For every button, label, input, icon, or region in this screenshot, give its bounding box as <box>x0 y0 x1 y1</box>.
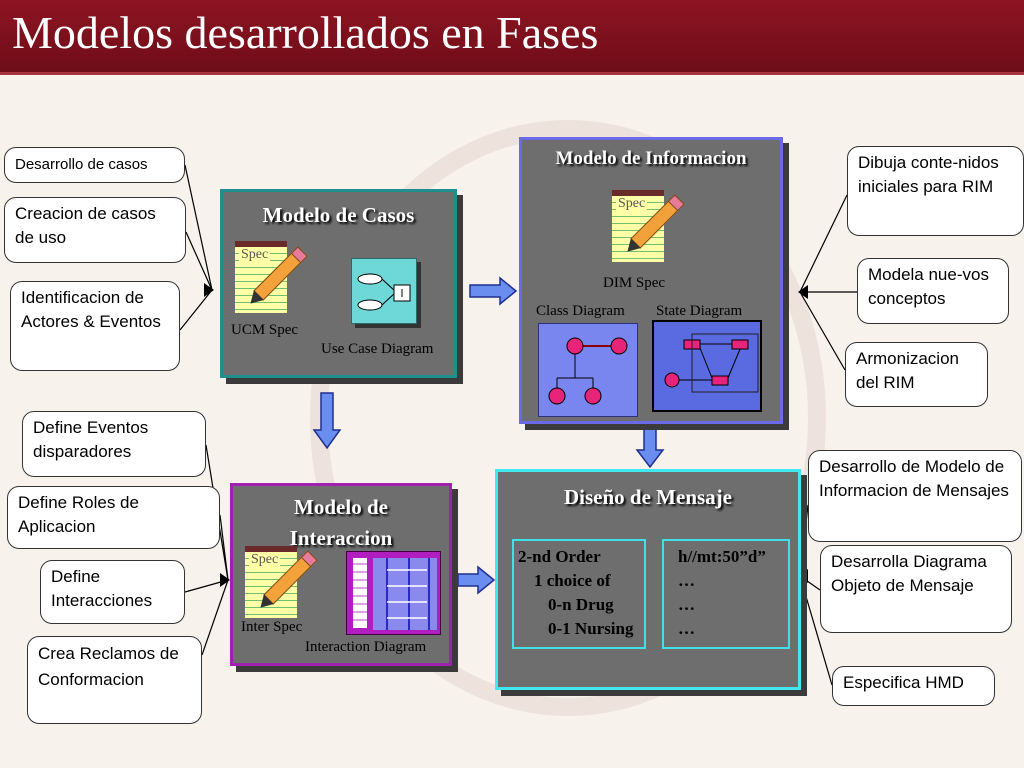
panel-diseno-mensaje: Diseño de Mensaje 2-nd Order 1 choice of… <box>495 469 801 690</box>
panel-title-casos: Modelo de Casos <box>262 203 415 227</box>
message-line-1: 2-nd Order <box>518 547 601 566</box>
panel-title-interaccion-2: Interaccion <box>289 526 393 550</box>
message-line-2: 1 choice of <box>534 571 611 590</box>
use-case-diagram-icon <box>351 258 417 324</box>
note-modela-conceptos: Modela nue-vos conceptos <box>857 258 1009 324</box>
label-dim-spec: DIM Spec <box>603 275 666 291</box>
label-interaction-diagram: Interaction Diagram <box>305 639 427 655</box>
label-class-diagram: Class Diagram <box>536 303 625 319</box>
panel-title-mensaje: Diseño de Mensaje <box>564 485 732 509</box>
note-desarrollo-modelo-info: Desarrollo de Modelo de Informacion de M… <box>808 450 1022 542</box>
interaction-diagram-icon <box>346 551 441 635</box>
panel-title-interaccion-1: Modelo de <box>294 495 388 519</box>
message-line-3: 0-n Drug <box>548 595 614 614</box>
label-state-diagram: State Diagram <box>656 303 743 319</box>
note-creacion-casos: Creacion de casos de uso <box>4 197 186 263</box>
label-inter-spec: Inter Spec <box>241 619 303 635</box>
note-define-eventos: Define Eventos disparadores <box>22 411 206 477</box>
label-use-case-diagram: Use Case Diagram <box>321 341 434 357</box>
hmd-line-2: … <box>678 571 695 590</box>
arrow-casos-to-interaccion <box>312 392 342 450</box>
note-desarrollo-casos: Desarrollo de casos <box>4 147 185 183</box>
flow-arrows <box>312 276 665 595</box>
panel-modelo-informacion: Modelo de Informacion Spec DIM Spec Clas… <box>519 137 783 424</box>
arrow-casos-to-informacion <box>469 276 518 306</box>
message-hmd-box: h//mt:50”d” … … … <box>662 539 790 649</box>
note-desarrolla-diagrama: Desarrolla Diagrama Objeto de Mensaje <box>820 545 1012 633</box>
ucm-spec-icon: Spec <box>235 241 287 313</box>
note-crea-reclamos: Crea Reclamos de Conformacion <box>27 636 202 724</box>
note-dibuja-contenidos: Dibuja conte-nidos iniciales para RIM <box>847 146 1024 236</box>
panel-title-informacion: Modelo de Informacion <box>555 148 747 169</box>
header-bar: Modelos desarrollados en Fases <box>0 0 1024 75</box>
message-line-4: 0-1 Nursing <box>548 619 634 638</box>
spec-tag: Spec <box>249 552 281 568</box>
hmd-line-1: h//mt:50”d” <box>678 547 766 566</box>
hmd-line-3: … <box>678 595 695 614</box>
label-ucm-spec: UCM Spec <box>231 322 299 338</box>
note-armonizacion-rim: Armonizacion del RIM <box>845 342 988 407</box>
arrow-interaccion-to-mensaje <box>457 565 496 595</box>
connector-arrowheads <box>204 283 808 587</box>
class-diagram-icon <box>538 323 638 417</box>
arrow-informacion-to-mensaje <box>635 427 665 469</box>
note-especifica-hmd: Especifica HMD <box>832 666 995 706</box>
spec-tag: Spec <box>239 247 271 263</box>
note-identificacion-actores: Identificacion de Actores & Eventos <box>10 281 180 371</box>
page-title: Modelos desarrollados en Fases <box>12 7 599 58</box>
panel-modelo-interaccion: Modelo de Interaccion Spec Inter Spec In… <box>230 483 452 666</box>
note-define-roles: Define Roles de Aplicacion <box>7 486 220 549</box>
hmd-line-4: … <box>678 619 695 638</box>
state-diagram-icon <box>652 320 762 412</box>
spec-tag: Spec <box>616 196 648 212</box>
panel-modelo-casos: Modelo de Casos Spec UCM Spec Use Case D… <box>220 189 457 378</box>
message-structure-box: 2-nd Order 1 choice of 0-n Drug 0-1 Nurs… <box>512 539 646 649</box>
note-define-interacciones: Define Interacciones <box>40 560 185 624</box>
